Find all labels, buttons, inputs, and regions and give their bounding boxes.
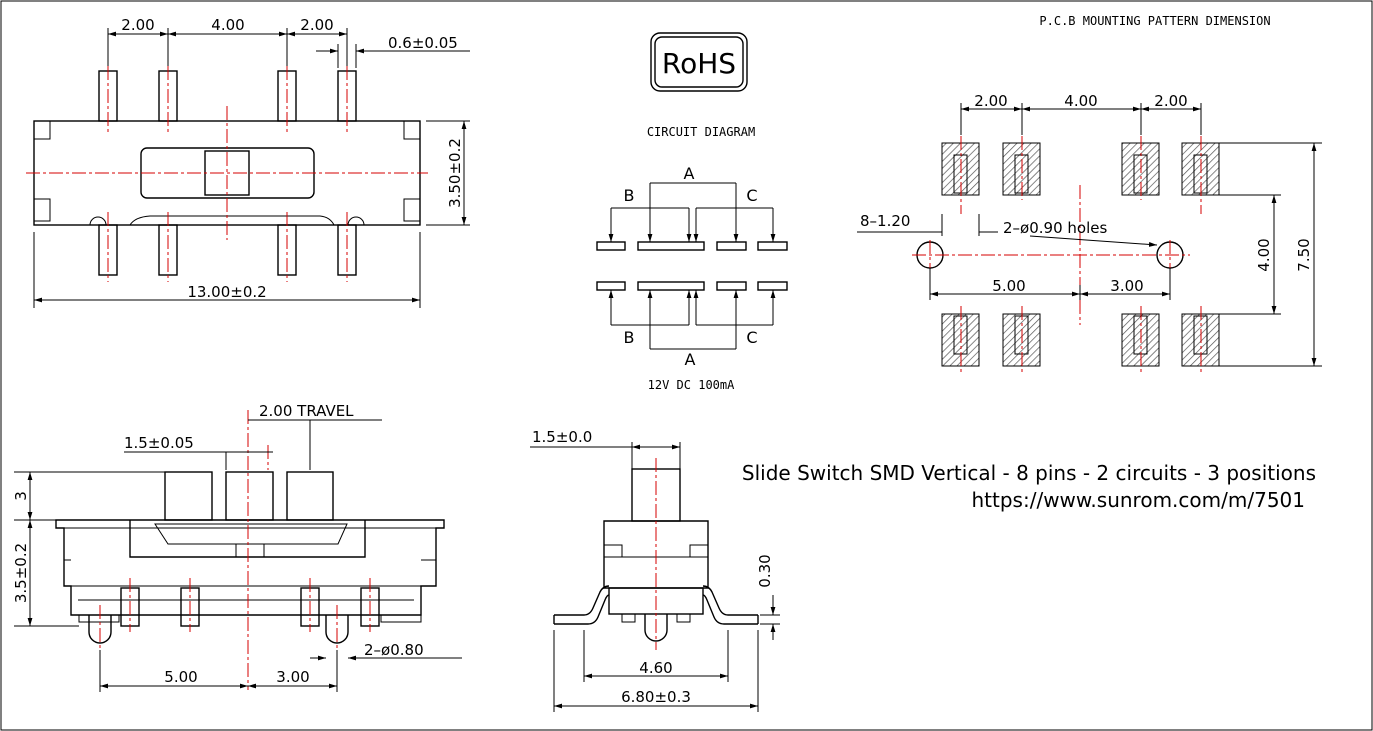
rohs-mark: RoHS (650, 32, 748, 92)
circuit-diagram: CIRCUIT DIAGRAM A B C B C (596, 125, 788, 392)
dim-top-pitch-right: 2.00 (300, 16, 333, 34)
pcb-dim-pitch-left: 2.00 (974, 92, 1007, 110)
dim-travel: 2.00 TRAVEL (259, 402, 354, 420)
dim-end-actuator: 1.5±0.0 (532, 428, 592, 446)
circuit-label-b-bottom: B (624, 328, 635, 347)
circuit-rating: 12V DC 100mA (648, 378, 735, 392)
pcb-dim-pitch-right: 2.00 (1154, 92, 1187, 110)
dim-end-inner-width: 4.60 (639, 659, 672, 677)
dim-end-outer-width: 6.80±0.3 (621, 688, 691, 706)
dim-top-pitch-mid: 4.00 (211, 16, 244, 34)
dim-top-height: 3.50±0.2 (446, 138, 464, 208)
actuator (225, 471, 274, 521)
post-left (88, 615, 112, 644)
end-view: 1.5±0.0 0.30 4.60 6.80±0.3 (530, 428, 780, 712)
dim-pin-width: 0.6±0.05 (388, 34, 458, 52)
pcb-pattern: P.C.B MOUNTING PATTERN DIMENSION (857, 14, 1322, 372)
circuit-label-c-top: C (746, 186, 757, 205)
top-view: 2.00 4.00 2.00 0.6±0.05 3.50±0.2 13.00±0… (26, 16, 470, 308)
dim-post-left: 5.00 (164, 668, 197, 686)
circuit-label-c-bottom: C (746, 328, 757, 347)
dim-post-right: 3.00 (276, 668, 309, 686)
side-housing (55, 519, 445, 616)
dim-actuator-width: 1.5±0.05 (124, 434, 194, 452)
dim-top-length: 13.00±0.2 (187, 283, 266, 301)
dim-body-height: 3.5±0.2 (12, 543, 30, 603)
dim-lead-thickness: 0.30 (756, 554, 774, 587)
circuit-label-b-top: B (624, 186, 635, 205)
pcb-dim-hole-left: 5.00 (992, 277, 1025, 295)
dim-top-pitch-left: 2.00 (121, 16, 154, 34)
circuit-label-a-top: A (684, 164, 695, 183)
pcb-dim-pitch-mid: 4.00 (1064, 92, 1097, 110)
circuit-title: CIRCUIT DIAGRAM (647, 125, 755, 139)
dim-post-diameter: 2–ø0.80 (364, 641, 424, 659)
pcb-dim-pad-size: 8–1.20 (860, 212, 910, 230)
rohs-text: RoHS (662, 47, 736, 80)
dim-actuator-height: 3 (12, 491, 30, 501)
pcb-dim-inner-height: 4.00 (1255, 238, 1273, 271)
pcb-dim-outer-height: 7.50 (1295, 238, 1313, 271)
product-title: Slide Switch SMD Vertical - 8 pins - 2 c… (742, 461, 1316, 485)
product-url[interactable]: https://www.sunrom.com/m/7501 (972, 488, 1306, 512)
circuit-label-a-bottom: A (685, 350, 696, 369)
pcb-dim-holes: 2–ø0.90 holes (1003, 219, 1107, 237)
pcb-title: P.C.B MOUNTING PATTERN DIMENSION (1039, 14, 1270, 28)
pcb-dim-hole-right: 3.00 (1110, 277, 1143, 295)
post-right (325, 615, 349, 644)
side-view: 2.00 TRAVEL 1.5±0.05 3 3.5±0.2 2–ø0.80 5… (12, 402, 462, 692)
